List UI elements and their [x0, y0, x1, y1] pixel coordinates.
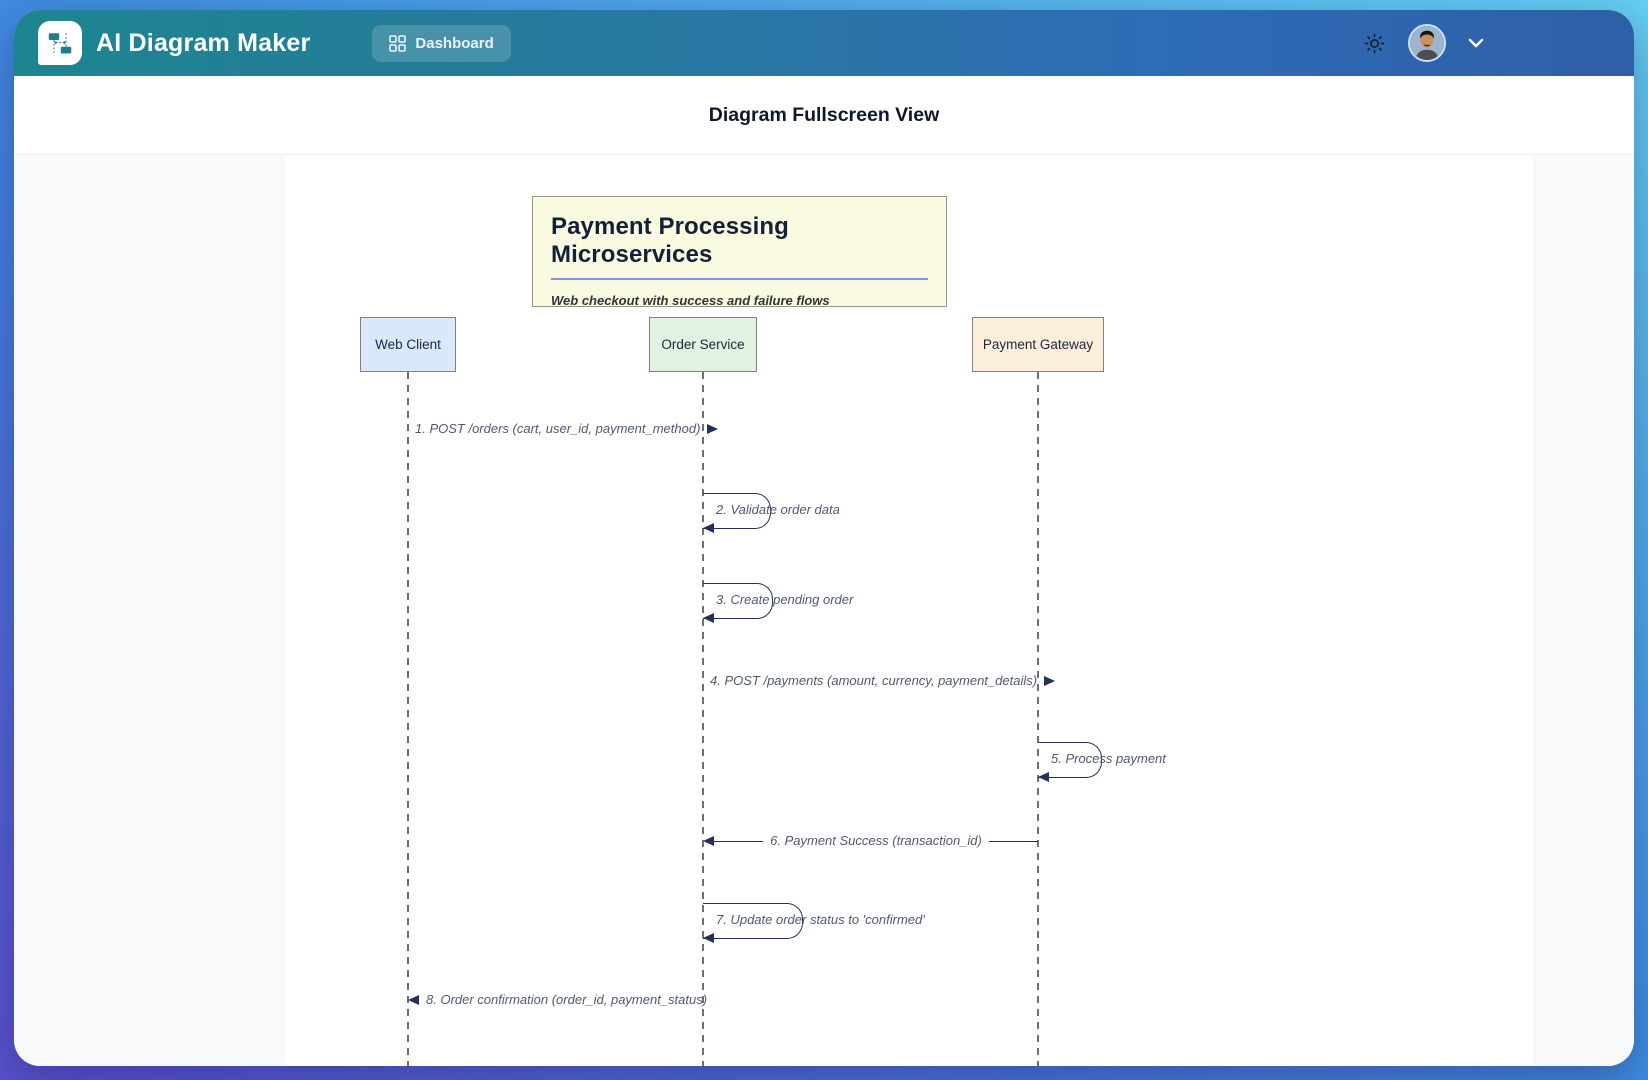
account-menu-button[interactable]	[1466, 36, 1486, 50]
participant-web-client: Web Client	[360, 317, 456, 372]
page-title-bar: Diagram Fullscreen View	[14, 76, 1634, 155]
message-label: 4. POST /payments (amount, currency, pay…	[710, 672, 1038, 688]
message-8: 8. Order confirmation (order_id, payment…	[408, 989, 707, 1011]
self-message-loop	[1038, 742, 1102, 778]
dashboard-button[interactable]: Dashboard	[372, 24, 511, 62]
page-title: Diagram Fullscreen View	[708, 103, 940, 126]
message-label: 5. Process payment	[1051, 750, 1166, 766]
diagram-canvas: Payment Processing Microservices Web che…	[285, 155, 1533, 1066]
message-line	[714, 840, 764, 842]
message-label: 7. Update order status to 'confirmed'	[716, 911, 925, 927]
message-2: 2. Validate order data	[703, 493, 840, 533]
chevron-down-icon	[1468, 38, 1484, 48]
self-message-loop	[703, 583, 773, 619]
arrowhead-right-icon	[1044, 676, 1056, 686]
dashboard-grid-icon	[389, 34, 407, 52]
diagram-subtitle: Web checkout with success and failure fl…	[551, 293, 830, 308]
arrowhead-left-icon	[408, 995, 419, 1005]
message-label: 2. Validate order data	[716, 501, 840, 517]
diagram-title-underline	[551, 278, 928, 280]
message-7: 7. Update order status to 'confirmed'	[703, 903, 925, 943]
message-label: 1. POST /orders (cart, user_id, payment_…	[415, 420, 701, 436]
message-6: 6. Payment Success (transaction_id)	[703, 830, 1038, 852]
participant-payment-gateway: Payment Gateway	[972, 317, 1104, 372]
message-1: 1. POST /orders (cart, user_id, payment_…	[408, 418, 719, 440]
message-label: 8. Order confirmation (order_id, payment…	[426, 991, 708, 1007]
lifeline-payment-gateway	[1037, 372, 1039, 1066]
participant-order-service: Order Service	[649, 317, 757, 372]
theme-toggle-button[interactable]	[1361, 30, 1388, 57]
arrowhead-right-icon	[707, 424, 719, 434]
lifeline-web-client	[407, 372, 409, 1066]
content-area: Payment Processing Microservices Web che…	[14, 155, 1634, 1066]
arrowhead-left-icon	[703, 933, 714, 943]
user-avatar[interactable]	[1408, 24, 1446, 62]
dashboard-button-label: Dashboard	[415, 34, 494, 52]
message-line	[988, 840, 1038, 842]
arrowhead-left-icon	[703, 613, 714, 623]
app-header: AI Diagram Maker Dashboard	[14, 10, 1634, 76]
app-logo[interactable]	[38, 21, 82, 65]
diagram-title: Payment Processing Microservices	[551, 213, 789, 268]
message-label: 3. Create pending order	[716, 591, 854, 607]
arrowhead-left-icon	[1038, 772, 1049, 782]
self-message-loop	[703, 903, 803, 939]
lifeline-order-service	[702, 372, 704, 1066]
app-window: AI Diagram Maker Dashboard	[14, 10, 1634, 1066]
diagram-title-box: Payment Processing Microservices Web che…	[532, 196, 947, 308]
arrowhead-left-icon	[703, 836, 714, 846]
sequence-diagram-logo-icon	[45, 28, 75, 58]
app-title: AI Diagram Maker	[96, 28, 311, 57]
self-message-loop	[703, 493, 771, 529]
message-4: 4. POST /payments (amount, currency, pay…	[703, 670, 1056, 692]
header-actions	[1361, 24, 1486, 62]
message-3: 3. Create pending order	[703, 583, 853, 623]
sun-icon	[1363, 32, 1386, 55]
message-label: 6. Payment Success (transaction_id)	[770, 832, 982, 848]
message-5: 5. Process payment	[1038, 742, 1166, 782]
arrowhead-left-icon	[703, 523, 714, 533]
